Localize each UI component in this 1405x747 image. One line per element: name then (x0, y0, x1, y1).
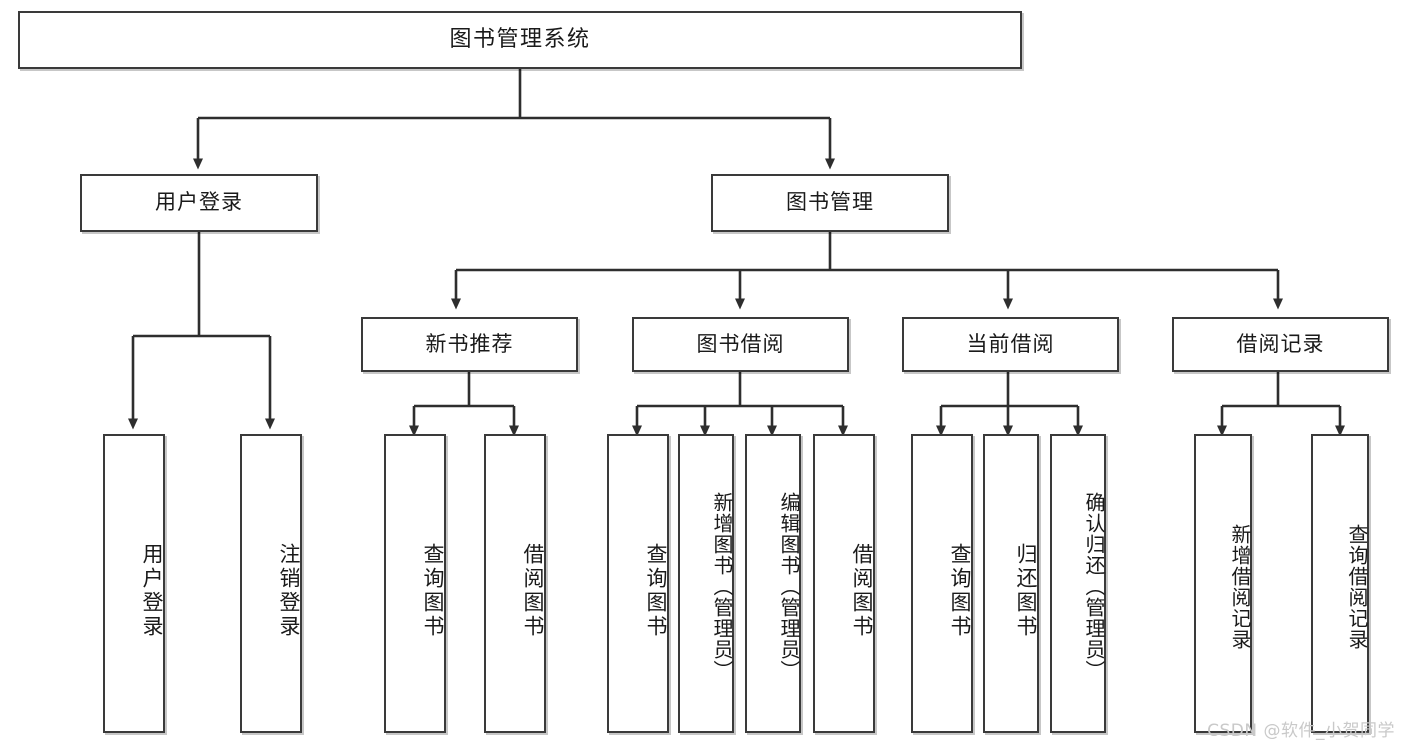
csdn-watermark: CSDN @软件_小贺同学 (1207, 721, 1395, 741)
node-label: 借阅记录 (1236, 331, 1325, 356)
node-label: 归还图书 (1014, 542, 1038, 639)
node-label: 用户登录 (155, 190, 243, 215)
node-label: 用户登录 (140, 542, 164, 639)
node-root-book-management-system[interactable]: 图书管理系统 (18, 11, 1022, 69)
leaf-edit-book-admin[interactable]: 编辑图书（管理员） (745, 434, 801, 733)
node-user-login[interactable]: 用户登录 (80, 174, 318, 232)
node-label: 当前借阅 (966, 331, 1055, 356)
node-label: 新增图书（管理员） (710, 492, 734, 681)
leaf-query-book-borrow[interactable]: 查询图书 (607, 434, 669, 733)
node-label: 注销登录 (277, 542, 301, 639)
node-new-book-recommend[interactable]: 新书推荐 (361, 317, 578, 372)
leaf-add-book-admin[interactable]: 新增图书（管理员） (678, 434, 734, 733)
leaf-borrow-book[interactable]: 借阅图书 (813, 434, 875, 733)
leaf-confirm-return-admin[interactable]: 确认归还（管理员） (1050, 434, 1106, 733)
node-label: 借阅图书 (850, 542, 874, 639)
leaf-query-book-recommend[interactable]: 查询图书 (384, 434, 446, 733)
node-label: 查询图书 (948, 542, 972, 639)
node-label: 查询图书 (421, 542, 445, 639)
node-label: 新书推荐 (425, 331, 514, 356)
node-label: 确认归还（管理员） (1082, 492, 1106, 681)
leaf-borrow-book-recommend[interactable]: 借阅图书 (484, 434, 546, 733)
node-label: 编辑图书（管理员） (777, 492, 801, 681)
node-book-borrow[interactable]: 图书借阅 (632, 317, 849, 372)
leaf-logout[interactable]: 注销登录 (240, 434, 302, 733)
leaf-return-book[interactable]: 归还图书 (983, 434, 1039, 733)
leaf-user-login[interactable]: 用户登录 (103, 434, 165, 733)
node-label: 图书借阅 (696, 331, 785, 356)
node-label: 图书管理 (786, 190, 874, 215)
node-label: 查询借阅记录 (1345, 523, 1369, 650)
node-book-management[interactable]: 图书管理 (711, 174, 949, 232)
node-label: 图书管理系统 (449, 26, 591, 52)
node-label: 借阅图书 (521, 542, 545, 639)
leaf-query-borrow-record[interactable]: 查询借阅记录 (1311, 434, 1369, 733)
node-label: 查询图书 (644, 542, 668, 639)
leaf-query-book-current[interactable]: 查询图书 (911, 434, 973, 733)
leaf-add-borrow-record[interactable]: 新增借阅记录 (1194, 434, 1252, 733)
node-borrow-record[interactable]: 借阅记录 (1172, 317, 1389, 372)
node-current-borrow[interactable]: 当前借阅 (902, 317, 1119, 372)
node-label: 新增借阅记录 (1228, 523, 1252, 650)
